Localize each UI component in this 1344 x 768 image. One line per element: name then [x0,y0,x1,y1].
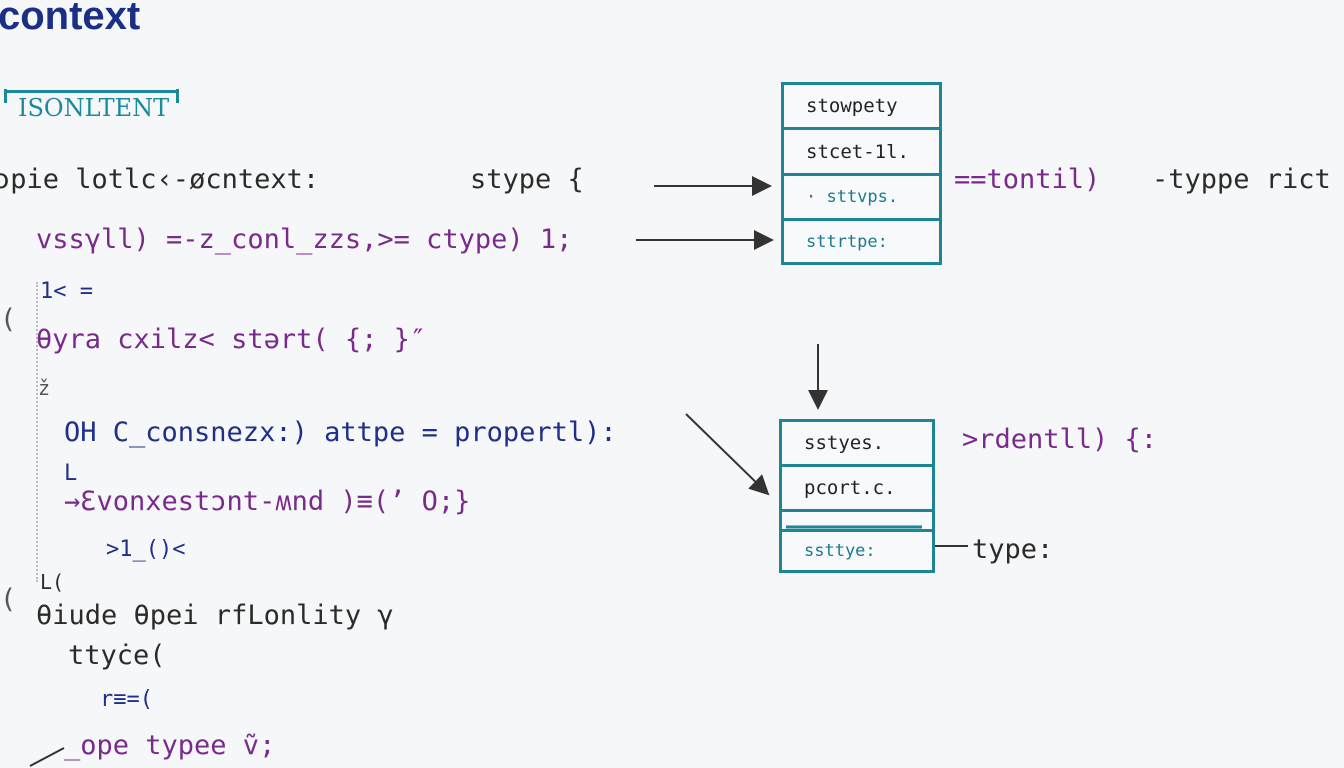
code-line-7: OH C_consnezx:) attpe = propertl): [64,417,617,448]
bracket-1: ( [0,304,17,335]
page-title: context [0,0,141,38]
code-line-15: _ope typee ṽ; [64,730,276,761]
struct-box-bottom: sstyes. pcort.c. ssttye: [779,419,935,573]
box-bottom-row-1: sstyes. [782,422,932,467]
code-line-14: r≡=( [100,687,153,712]
struct-box-top: stowpety stcet-1l. · sttvps. sttrtpe: [781,82,942,265]
code-line-13: ttyċe( [68,640,166,671]
indent-guide [36,282,38,582]
code-line-5: θyra cxilz< stərt( {; }″ [36,324,427,355]
code-line-12: θiude θpei rfLonlity γ [36,600,394,631]
code-line-9: →Ɛvonxestɔnt‑ʍnd )≡(’ O;} [64,486,471,517]
code-line-2: stype { [470,164,584,195]
box-bottom-row-2: pcort.c. [782,467,932,512]
box-top-row-3: · sttvps. [784,176,939,221]
box-bottom-row-4: ssttye: [804,541,876,561]
code-line-1: ɔpie lotlc‹-øcntext: [0,164,320,195]
code-line-6: ž [38,376,51,400]
box-top-row-1: stowpety [784,85,939,130]
box-top-row-2: stcet-1l. [784,130,939,176]
code-line-10: >1_()< [106,537,186,562]
label-type: type: [972,534,1054,565]
bracket-2: ( [0,584,17,615]
label-rdentll: >rdentll) {: [962,424,1158,455]
box-bottom-row-3 [782,512,932,532]
arrow-bottom-left [29,747,65,767]
label-tontil: ==tontil) [954,164,1101,195]
context-tag: ISONLTENT [4,89,180,123]
label-typpe-rict: -typpe rict [1152,164,1331,195]
box-top-row-4: sttrtpe: [806,231,888,252]
code-line-3: vssγll) =-z_conl_zzs,>= ctype) 1; [36,224,573,255]
arrow-property-to-box [685,413,770,496]
code-line-11: L( [40,570,65,594]
code-line-4: 1< = [40,279,93,304]
code-line-8: L [64,461,78,486]
